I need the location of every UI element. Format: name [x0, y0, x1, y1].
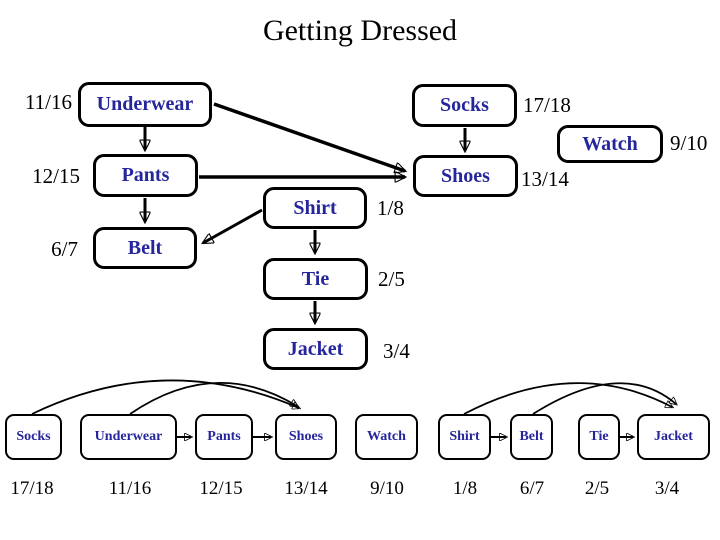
sorted-jacket-label: Jacket [654, 429, 693, 444]
node-watch: Watch [557, 125, 663, 163]
sorted-pants-label: Pants [207, 429, 241, 444]
time-tie: 2/5 [378, 267, 405, 291]
sorted-time-watch: 9/10 [370, 478, 404, 499]
edge-shirt-belt [203, 208, 263, 245]
sorted-node-watch: Watch [355, 414, 418, 460]
sorted-node-jacket: Jacket [637, 414, 710, 460]
node-pants: Pants [93, 154, 198, 197]
node-underwear-label: Underwear [96, 93, 194, 115]
node-jacket-label: Jacket [287, 337, 344, 360]
node-underwear: Underwear [78, 82, 212, 127]
sorted-node-pants: Pants [195, 414, 253, 460]
node-jacket: Jacket [263, 328, 368, 370]
time-jacket: 3/4 [383, 339, 410, 363]
time-watch: 9/10 [670, 131, 708, 155]
sorted-time-shirt: 1/8 [452, 478, 478, 499]
sorted-time-jacket: 3/4 [654, 478, 680, 499]
sorted-node-belt: Belt [510, 414, 553, 460]
time-underwear: 11/16 [24, 90, 72, 114]
sorted-shoes-label: Shoes [288, 429, 324, 444]
sorted-node-shirt: Shirt [438, 414, 491, 460]
node-socks: Socks [412, 84, 517, 127]
arc-sorted-underwear-shoes [129, 382, 297, 415]
node-shirt: Shirt [263, 187, 367, 229]
arc-sorted-shirt-jacket [463, 382, 672, 415]
arc-sorted-belt-jacket [532, 382, 676, 415]
sorted-node-underwear: Underwear [80, 414, 177, 460]
sorted-watch-label: Watch [367, 429, 406, 444]
sorted-tie-label: Tie [589, 429, 609, 444]
node-tie-label: Tie [301, 267, 330, 290]
sorted-time-socks: 17/18 [10, 478, 54, 499]
node-watch-label: Watch [582, 132, 638, 155]
time-socks: 17/18 [523, 93, 571, 117]
sorted-time-underwear: 11/16 [108, 478, 152, 499]
sorted-time-tie: 2/5 [584, 478, 610, 499]
time-shirt: 1/8 [377, 196, 404, 220]
sorted-belt-label: Belt [519, 429, 544, 444]
sorted-time-belt: 6/7 [519, 478, 545, 499]
sorted-time-shoes: 13/14 [284, 478, 328, 499]
node-shoes: Shoes [413, 155, 518, 197]
node-tie: Tie [263, 258, 368, 300]
edge-underwear-shoes [213, 102, 405, 171]
node-pants-label: Pants [121, 164, 170, 186]
page-title: Getting Dressed [262, 14, 458, 47]
arc-sorted-socks-shoes [31, 379, 299, 415]
sorted-node-shoes: Shoes [275, 414, 337, 460]
time-shoes: 13/14 [521, 167, 569, 191]
time-belt: 6/7 [51, 237, 78, 261]
node-shoes-label: Shoes [441, 164, 490, 187]
sorted-node-socks: Socks [5, 414, 62, 460]
node-shirt-label: Shirt [293, 196, 337, 219]
time-pants: 12/15 [32, 164, 80, 188]
sorted-node-tie: Tie [578, 414, 620, 460]
sorted-time-pants: 12/15 [199, 478, 243, 499]
sorted-shirt-label: Shirt [449, 429, 480, 444]
sorted-socks-label: Socks [16, 429, 51, 444]
sorted-underwear-label: Underwear [94, 429, 163, 444]
node-belt-label: Belt [127, 236, 163, 259]
node-belt: Belt [93, 227, 197, 269]
node-socks-label: Socks [440, 94, 489, 116]
